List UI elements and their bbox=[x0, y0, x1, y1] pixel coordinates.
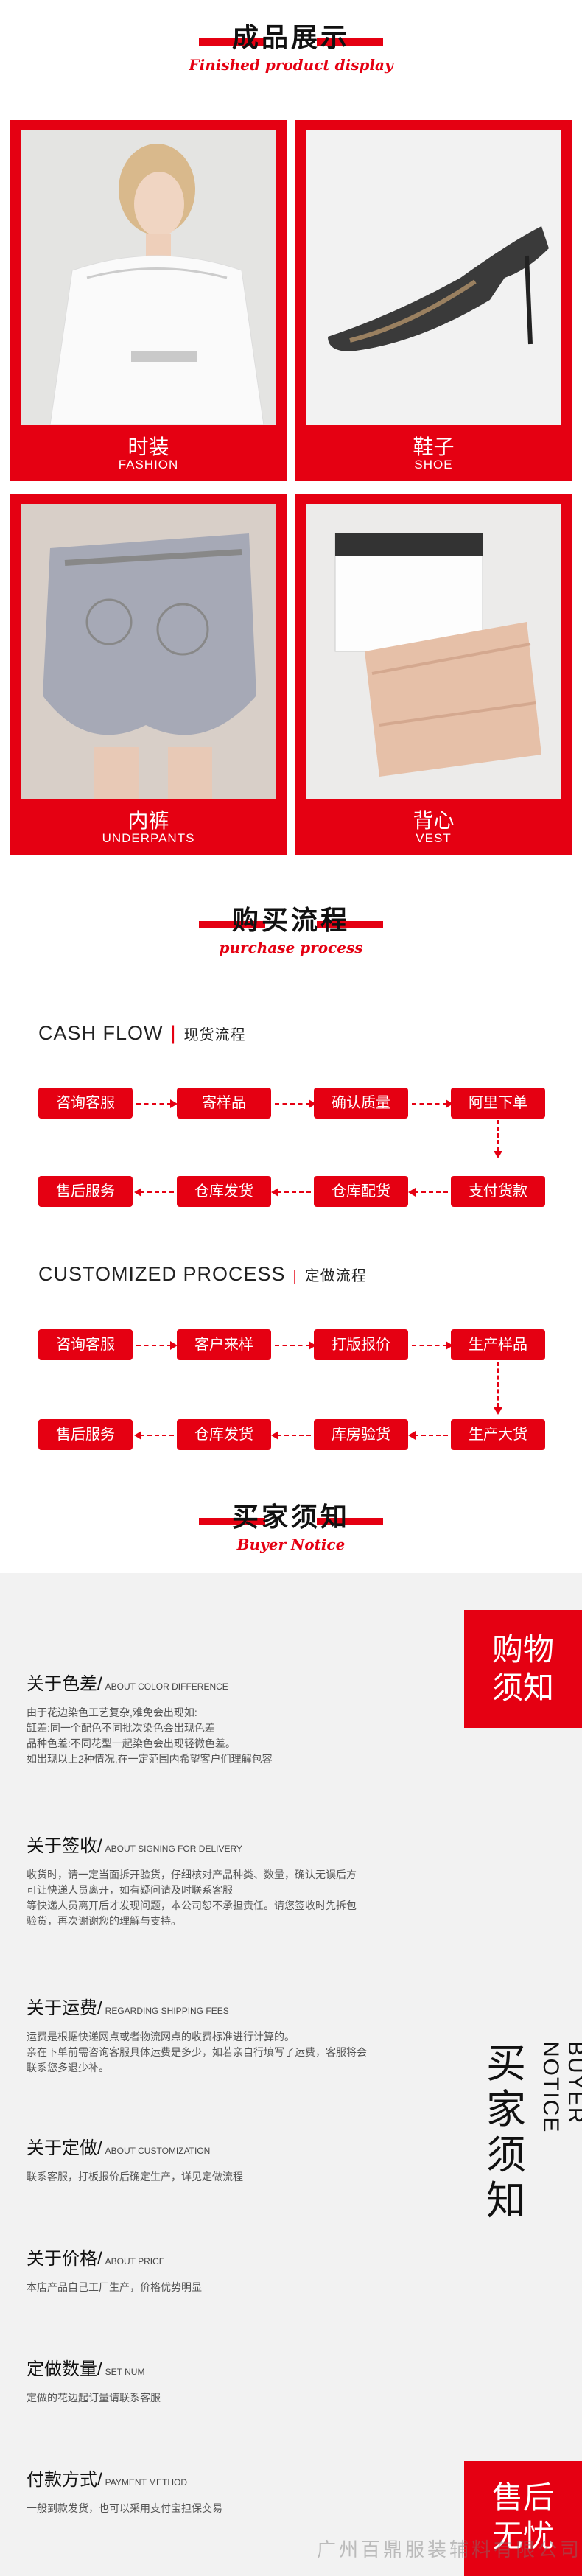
header-bar-left bbox=[199, 1518, 265, 1525]
cash-flow-en: CASH FLOW bbox=[38, 1022, 164, 1044]
arrow-right-icon bbox=[275, 1099, 316, 1108]
side-label-cn: 买 家 须 知 bbox=[486, 2042, 526, 2223]
custom-flow-title: CUSTOMIZED PROCESS|定做流程 bbox=[38, 1263, 367, 1285]
custom-step-mass-produce[interactable]: 生产大货 bbox=[451, 1419, 545, 1450]
custom-step-produce-sample[interactable]: 生产样品 bbox=[451, 1329, 545, 1360]
custom-step-inspect[interactable]: 库房验货 bbox=[314, 1419, 408, 1450]
notice-item-payment: 付款方式/PAYMENT METHOD 一般到款发货，也可以采用支付宝担保交易 bbox=[27, 2470, 222, 2514]
arrow-right-icon bbox=[412, 1099, 453, 1108]
arrow-left-icon bbox=[271, 1188, 311, 1197]
product-card-fashion[interactable]: 时装 FASHION bbox=[10, 120, 287, 481]
side-label-after-sale: 售后 无忧 bbox=[464, 2461, 582, 2576]
notice-title: 买家须知 bbox=[231, 1502, 350, 1532]
cash-step-quality[interactable]: 确认质量 bbox=[314, 1088, 408, 1119]
card-label-en: VEST bbox=[416, 831, 452, 845]
notice-item-quantity: 定做数量/SET NUM 定做的花边起订量请联系客服 bbox=[27, 2359, 161, 2404]
arrow-right-icon bbox=[275, 1341, 316, 1350]
shoe-image bbox=[306, 130, 561, 425]
header-bar-right bbox=[317, 1518, 383, 1525]
purchase-subtitle: purchase process bbox=[219, 939, 363, 956]
arrow-left-icon bbox=[408, 1431, 448, 1440]
custom-step-ship[interactable]: 仓库发货 bbox=[177, 1419, 271, 1450]
notice-item-signing: 关于签收/ABOUT SIGNING FOR DELIVERY 收货时，请一定当… bbox=[27, 1836, 357, 1927]
notice-item-custom: 关于定做/ABOUT CUSTOMIZATION 联系客服，打板报价后确定生产，… bbox=[27, 2138, 243, 2183]
custom-flow-cn: 定做流程 bbox=[304, 1268, 367, 1284]
arrow-left-icon bbox=[271, 1431, 311, 1440]
card-label-en: FASHION bbox=[118, 458, 179, 472]
arrow-right-icon bbox=[136, 1341, 178, 1350]
cash-flow-cn: 现货流程 bbox=[183, 1027, 246, 1043]
header-bar-right bbox=[317, 921, 383, 928]
notice-subtitle: Buyer Notice bbox=[236, 1536, 346, 1553]
card-label-cn: 鞋子 bbox=[413, 435, 455, 458]
header-bar-left bbox=[199, 921, 265, 928]
arrow-down-icon bbox=[494, 1120, 502, 1158]
custom-flow-en: CUSTOMIZED PROCESS bbox=[38, 1263, 286, 1285]
notice-item-price: 关于价格/ABOUT PRICE 本店产品自己工厂生产，价格优势明显 bbox=[27, 2249, 202, 2293]
cash-step-pick[interactable]: 仓库配货 bbox=[314, 1176, 408, 1207]
side-label-buyer-notice: 买 家 须 知 BUYER NOTICE bbox=[486, 2041, 582, 2223]
side-label-shopping-notice: 购物 须知 bbox=[464, 1610, 582, 1728]
side-label-en: BUYER NOTICE bbox=[539, 2041, 582, 2134]
watermark: 广州百鼎服装辅料有限公司 bbox=[317, 2538, 582, 2561]
arrow-right-icon bbox=[136, 1099, 178, 1108]
product-card-shoe[interactable]: 鞋子 SHOE bbox=[295, 120, 572, 481]
underpants-image bbox=[21, 504, 276, 799]
card-label-cn: 内裤 bbox=[127, 809, 169, 832]
card-label-en: SHOE bbox=[414, 458, 453, 472]
card-label-cn: 背心 bbox=[413, 809, 455, 832]
arrow-right-icon bbox=[412, 1341, 453, 1350]
display-subtitle: Finished product display bbox=[189, 56, 393, 74]
custom-step-after-sale[interactable]: 售后服务 bbox=[38, 1419, 133, 1450]
card-label-en: UNDERPANTS bbox=[102, 831, 195, 845]
custom-step-consult[interactable]: 咨询客服 bbox=[38, 1329, 133, 1360]
fashion-image bbox=[21, 130, 276, 425]
arrow-down-icon bbox=[494, 1362, 502, 1415]
product-card-underpants[interactable]: 内裤 UNDERPANTS bbox=[10, 494, 287, 855]
display-header: 成品展示 Finished product display bbox=[0, 16, 582, 74]
cash-step-pay[interactable]: 支付货款 bbox=[451, 1176, 545, 1207]
cash-step-after-sale[interactable]: 售后服务 bbox=[38, 1176, 133, 1207]
vest-image bbox=[306, 504, 561, 799]
arrow-left-icon bbox=[134, 1431, 174, 1440]
notice-header: 买家须知 Buyer Notice bbox=[0, 1496, 582, 1553]
notice-item-shipping: 关于运费/REGARDING SHIPPING FEES 运费是根据快递网点或者… bbox=[27, 1998, 367, 2073]
cash-step-consult[interactable]: 咨询客服 bbox=[38, 1088, 133, 1119]
notice-item-color: 关于色差/ABOUT COLOR DIFFERENCE 由于花边染色工艺复杂,难… bbox=[27, 1674, 273, 1765]
header-bar-right bbox=[317, 38, 383, 46]
purchase-title: 购买流程 bbox=[231, 905, 350, 935]
cash-step-order[interactable]: 阿里下单 bbox=[451, 1088, 545, 1119]
custom-step-sample-in[interactable]: 客户来样 bbox=[177, 1329, 271, 1360]
display-title: 成品展示 bbox=[231, 22, 350, 52]
cash-step-ship[interactable]: 仓库发货 bbox=[177, 1176, 271, 1207]
notice-panel bbox=[0, 1573, 582, 2576]
arrow-left-icon bbox=[408, 1188, 448, 1197]
card-label-cn: 时装 bbox=[127, 435, 169, 458]
cash-flow-title: CASH FLOW|现货流程 bbox=[38, 1022, 246, 1044]
custom-step-quote[interactable]: 打版报价 bbox=[314, 1329, 408, 1360]
cash-step-sample[interactable]: 寄样品 bbox=[177, 1088, 271, 1119]
purchase-header: 购买流程 purchase process bbox=[0, 899, 582, 956]
header-bar-left bbox=[199, 38, 265, 46]
arrow-left-icon bbox=[134, 1188, 174, 1197]
product-card-vest[interactable]: 背心 VEST bbox=[295, 494, 572, 855]
